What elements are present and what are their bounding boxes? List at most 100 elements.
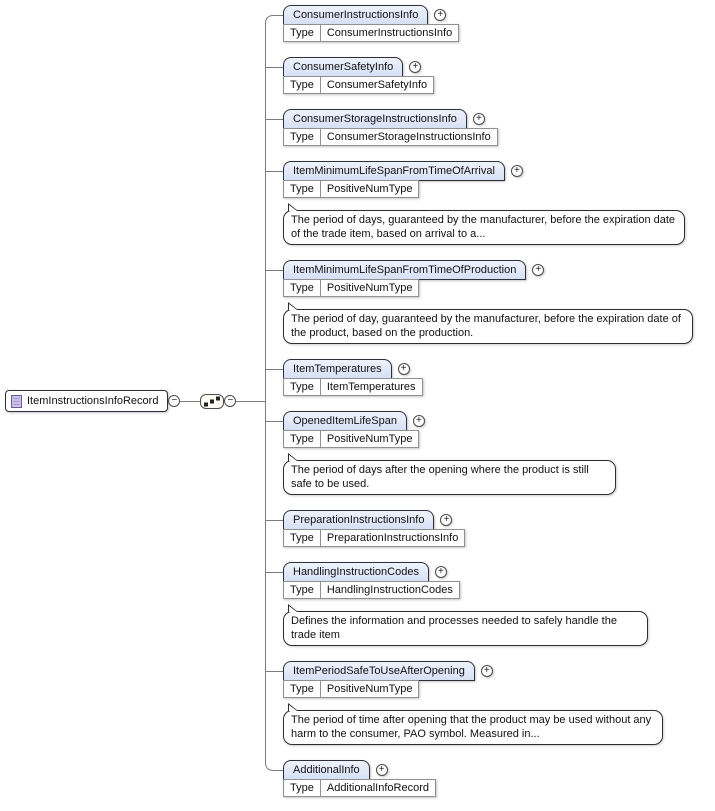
element-name-box[interactable]: HandlingInstructionCodes [283, 562, 429, 582]
schema-node-group: ItemMinimumLifeSpanFromTimeOfProduction … [283, 260, 693, 344]
element-name-box[interactable]: OpenedItemLifeSpan [283, 411, 407, 431]
annotation-box: The period of time after opening that th… [283, 703, 663, 745]
expand-toggle[interactable]: + [412, 415, 425, 427]
expand-toggle[interactable]: + [434, 566, 447, 578]
element-header-row: ConsumerStorageInstructionsInfo + [283, 109, 498, 129]
element-name-label: AdditionalInfo [293, 764, 360, 776]
expand-toggle[interactable]: + [532, 264, 545, 276]
collapse-sequence-toggle[interactable]: − [224, 395, 237, 407]
element-header-row: ConsumerSafetyInfo + [283, 57, 434, 77]
element-header-row: ItemMinimumLifeSpanFromTimeOfProduction … [283, 260, 545, 280]
child-element-node: ItemMinimumLifeSpanFromTimeOfArrival + T… [283, 161, 523, 198]
annotation-text: The period of day, guaranteed by the man… [291, 313, 681, 339]
element-name-box[interactable]: AdditionalInfo [283, 760, 370, 780]
type-label: Type [283, 24, 321, 42]
element-header-row: HandlingInstructionCodes + [283, 562, 460, 582]
child-element-node: OpenedItemLifeSpan + Type PositiveNumTyp… [283, 411, 425, 448]
schema-node-group: ItemTemperatures + Type ItemTemperatures [283, 359, 423, 396]
annotation-box: The period of days, guaranteed by the ma… [283, 203, 685, 245]
element-header-row: AdditionalInfo + [283, 760, 436, 780]
schema-node-group: PreparationInstructionsInfo + Type Prepa… [283, 510, 466, 547]
type-value: PreparationInstructionsInfo [319, 529, 466, 547]
schema-node-group: HandlingInstructionCodes + Type Handling… [283, 562, 648, 646]
expand-toggle[interactable]: + [480, 665, 493, 677]
element-name-label: ConsumerInstructionsInfo [293, 9, 419, 21]
element-header-row: OpenedItemLifeSpan + [283, 411, 425, 431]
type-row: Type HandlingInstructionCodes [283, 581, 460, 599]
type-row: Type ConsumerInstructionsInfo [283, 24, 460, 42]
expand-toggle[interactable]: + [397, 363, 410, 375]
type-value: ItemTemperatures [319, 378, 423, 396]
element-header-row: ItemTemperatures + [283, 359, 423, 379]
element-name-label: ItemTemperatures [293, 363, 382, 375]
expand-toggle[interactable]: + [472, 113, 485, 125]
element-header-row: ItemMinimumLifeSpanFromTimeOfArrival + [283, 161, 523, 181]
element-header-row: ConsumerInstructionsInfo + [283, 5, 459, 25]
schema-node-group: OpenedItemLifeSpan + Type PositiveNumTyp… [283, 411, 616, 495]
element-name-label: OpenedItemLifeSpan [293, 415, 397, 427]
expand-toggle[interactable]: + [440, 514, 453, 526]
type-value: PositiveNumType [319, 680, 420, 698]
type-row: Type PositiveNumType [283, 430, 420, 448]
root-element-label: ItemInstructionsInfoRecord [27, 395, 159, 407]
element-name-label: PreparationInstructionsInfo [293, 514, 425, 526]
element-name-box[interactable]: PreparationInstructionsInfo [283, 510, 435, 530]
type-value: PositiveNumType [319, 279, 420, 297]
element-name-box[interactable]: ItemTemperatures [283, 359, 392, 379]
type-label: Type [283, 430, 321, 448]
element-name-label: ItemMinimumLifeSpanFromTimeOfProduction [293, 264, 517, 276]
type-row: Type AdditionalInfoRecord [283, 779, 436, 797]
element-name-box[interactable]: ConsumerStorageInstructionsInfo [283, 109, 467, 129]
type-label: Type [283, 581, 321, 599]
child-element-node: ConsumerSafetyInfo + Type ConsumerSafety… [283, 57, 435, 94]
child-element-node: PreparationInstructionsInfo + Type Prepa… [283, 510, 466, 547]
annotation-text: The period of days after the opening whe… [291, 464, 589, 490]
child-element-node: ConsumerInstructionsInfo + Type Consumer… [283, 5, 460, 42]
element-name-label: ItemMinimumLifeSpanFromTimeOfArrival [293, 165, 495, 177]
type-value: ConsumerSafetyInfo [319, 76, 435, 94]
connector-line [180, 400, 201, 402]
type-row: Type PositiveNumType [283, 279, 420, 297]
type-value: ConsumerInstructionsInfo [319, 24, 460, 42]
type-value: ConsumerStorageInstructionsInfo [319, 128, 498, 146]
annotation-text: The period of days, guaranteed by the ma… [291, 214, 676, 240]
type-label: Type [283, 378, 321, 396]
type-label: Type [283, 529, 321, 547]
child-element-node: ConsumerStorageInstructionsInfo + Type C… [283, 109, 498, 146]
element-name-box[interactable]: ItemMinimumLifeSpanFromTimeOfProduction [283, 260, 527, 280]
sequence-compositor-icon[interactable] [200, 393, 225, 409]
element-header-row: ItemPeriodSafeToUseAfterOpening + [283, 661, 493, 681]
type-row: Type ConsumerSafetyInfo [283, 76, 435, 94]
element-name-box[interactable]: ConsumerSafetyInfo [283, 57, 404, 77]
type-label: Type [283, 128, 321, 146]
root-element-box[interactable]: ItemInstructionsInfoRecord [5, 390, 169, 412]
collapse-root-toggle[interactable]: − [168, 395, 181, 407]
type-value: HandlingInstructionCodes [319, 581, 460, 599]
annotation-box: The period of day, guaranteed by the man… [283, 302, 693, 344]
element-name-label: ItemPeriodSafeToUseAfterOpening [293, 665, 465, 677]
schema-node-group: ConsumerInstructionsInfo + Type Consumer… [283, 5, 460, 42]
type-label: Type [283, 279, 321, 297]
type-value: AdditionalInfoRecord [319, 779, 436, 797]
type-label: Type [283, 76, 321, 94]
type-label: Type [283, 779, 321, 797]
element-name-box[interactable]: ItemPeriodSafeToUseAfterOpening [283, 661, 475, 681]
type-value: PositiveNumType [319, 180, 420, 198]
type-row: Type PreparationInstructionsInfo [283, 529, 466, 547]
root-node-row: ItemInstructionsInfoRecord − − [5, 390, 266, 412]
expand-toggle[interactable]: + [409, 61, 422, 73]
expand-toggle[interactable]: + [375, 764, 388, 776]
schema-node-group: ConsumerSafetyInfo + Type ConsumerSafety… [283, 57, 435, 94]
child-element-node: AdditionalInfo + Type AdditionalInfoReco… [283, 760, 436, 797]
annotation-text: The period of time after opening that th… [291, 714, 652, 740]
child-element-node: ItemMinimumLifeSpanFromTimeOfProduction … [283, 260, 545, 297]
schema-node-group: ItemPeriodSafeToUseAfterOpening + Type P… [283, 661, 663, 745]
schema-node-group: ItemMinimumLifeSpanFromTimeOfArrival + T… [283, 161, 685, 245]
element-name-box[interactable]: ItemMinimumLifeSpanFromTimeOfArrival [283, 161, 505, 181]
child-element-node: HandlingInstructionCodes + Type Handling… [283, 562, 460, 599]
element-name-box[interactable]: ConsumerInstructionsInfo [283, 5, 429, 25]
expand-toggle[interactable]: + [510, 165, 523, 177]
schema-node-group: ConsumerStorageInstructionsInfo + Type C… [283, 109, 498, 146]
connector-line [236, 400, 266, 402]
expand-toggle[interactable]: + [434, 9, 447, 21]
